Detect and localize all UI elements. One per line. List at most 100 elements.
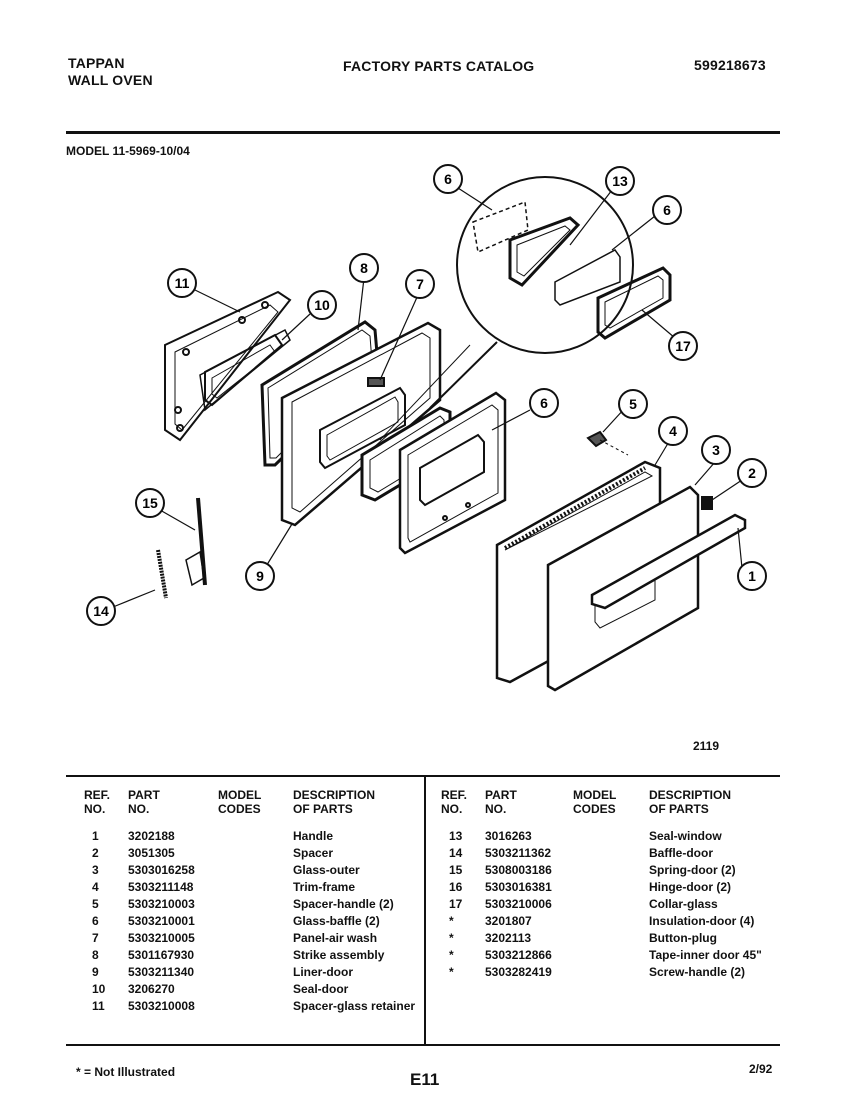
callout-10: 8 bbox=[349, 253, 379, 283]
part-number-cell: 5303210003 bbox=[128, 897, 195, 911]
ref-cell: 3 bbox=[92, 863, 99, 877]
svg-text:2: 2 bbox=[748, 465, 756, 481]
table-row: 6 5303210001 Glass-baffle (2) bbox=[84, 913, 423, 930]
svg-text:6: 6 bbox=[663, 202, 671, 218]
description-cell: Button-plug bbox=[649, 931, 717, 945]
ref-cell: * bbox=[449, 914, 454, 928]
leader-lines bbox=[112, 187, 743, 608]
model-codes-cell bbox=[573, 964, 649, 981]
ref-cell: 16 bbox=[449, 880, 463, 894]
table-row: 11 5303210008 Spacer-glass retainer bbox=[84, 998, 423, 1015]
table-divider bbox=[424, 775, 426, 1045]
description-cell: Baffle-door bbox=[649, 846, 713, 860]
description-cell: Handle bbox=[293, 829, 334, 843]
brand-line2: WALL OVEN bbox=[68, 72, 153, 88]
part-number-cell: 5303212866 bbox=[485, 948, 552, 962]
description-cell: Glass-baffle (2) bbox=[293, 914, 380, 928]
callout-5: 5 bbox=[618, 389, 648, 419]
ref-cell: 6 bbox=[92, 914, 99, 928]
part-number-cell: 5303016381 bbox=[485, 880, 552, 894]
table-row: * 5303212866 Tape-inner door 45" bbox=[441, 947, 789, 964]
part-number-cell: 3051305 bbox=[128, 846, 175, 860]
seal-window-drawing bbox=[199, 328, 291, 412]
model-codes-cell bbox=[218, 930, 293, 947]
baffle-door-drawing bbox=[164, 290, 292, 442]
part-number-cell: 5303211340 bbox=[128, 965, 195, 979]
catalog-date: 2/92 bbox=[749, 1062, 773, 1076]
model-codes-cell bbox=[218, 896, 293, 913]
model-codes-cell bbox=[573, 828, 649, 845]
table-row: 13 3016263 Seal-window bbox=[441, 828, 789, 845]
part-number-cell: 5303210005 bbox=[128, 931, 195, 945]
part-number-cell: 3016263 bbox=[485, 829, 532, 843]
table-row: 16 5303016381 Hinge-door (2) bbox=[441, 879, 789, 896]
description-cell: Screw-handle (2) bbox=[649, 965, 746, 979]
model-codes-cell bbox=[573, 862, 649, 879]
ref-cell: * bbox=[449, 948, 454, 962]
part-number-cell: 5303210008 bbox=[128, 999, 195, 1013]
handle-drawing bbox=[590, 496, 747, 610]
model-codes-cell bbox=[573, 879, 649, 896]
description-cell: Spacer-glass retainer bbox=[293, 999, 416, 1013]
liner-door-drawing bbox=[280, 321, 442, 527]
part-number-cell: 5303282419 bbox=[485, 965, 552, 979]
description-cell: Spring-door (2) bbox=[649, 863, 736, 877]
model-codes-cell bbox=[218, 862, 293, 879]
table-top-rule bbox=[66, 775, 780, 777]
model-codes-cell bbox=[218, 964, 293, 981]
spacer-handle-drawing bbox=[586, 430, 608, 448]
callout-4: 4 bbox=[658, 416, 688, 446]
col-ref: REF.NO. bbox=[84, 788, 111, 816]
ref-cell: 11 bbox=[92, 999, 105, 1013]
description-cell: Strike assembly bbox=[293, 948, 385, 962]
part-number-cell: 3201807 bbox=[485, 914, 532, 928]
svg-text:13: 13 bbox=[612, 173, 628, 189]
model-codes-cell bbox=[573, 947, 649, 964]
part-number-cell: 5303211148 bbox=[128, 880, 194, 894]
part-number-cell: 3202188 bbox=[128, 829, 175, 843]
svg-text:9: 9 bbox=[256, 568, 264, 584]
description-cell: Hinge-door (2) bbox=[649, 880, 731, 894]
description-cell: Tape-inner door 45" bbox=[649, 948, 762, 962]
svg-text:1: 1 bbox=[748, 568, 756, 584]
svg-text:10: 10 bbox=[314, 297, 330, 313]
callout-3: 3 bbox=[701, 435, 731, 465]
ref-cell: * bbox=[449, 931, 454, 945]
col-ref: REF.NO. bbox=[441, 788, 468, 816]
part-number-cell: 5303211362 bbox=[485, 846, 552, 860]
ref-cell: 15 bbox=[449, 863, 463, 877]
ref-cell: 4 bbox=[92, 880, 99, 894]
hinge-drawing bbox=[185, 497, 207, 587]
callouts: 11 10 8 7 6 5 4 3 2 1 15 14 9 6 13 6 17 bbox=[86, 164, 767, 626]
svg-text:15: 15 bbox=[142, 495, 158, 511]
catalog-number: 599218673 bbox=[694, 57, 766, 73]
callout-8: 7 bbox=[405, 269, 435, 299]
description-cell: Spacer-handle (2) bbox=[293, 897, 394, 911]
model-number: MODEL 11-5969-10/04 bbox=[66, 144, 190, 158]
callout-6-right: 6 bbox=[652, 195, 682, 225]
svg-text:17: 17 bbox=[675, 338, 691, 354]
description-cell: Panel-air wash bbox=[293, 931, 378, 945]
ref-cell: 13 bbox=[449, 829, 463, 843]
description-cell: Seal-door bbox=[293, 982, 349, 996]
svg-text:4: 4 bbox=[669, 423, 677, 439]
callout-13: 10 bbox=[307, 290, 337, 320]
description-cell: Seal-window bbox=[649, 829, 722, 843]
ref-cell: 7 bbox=[92, 931, 99, 945]
svg-text:6: 6 bbox=[540, 395, 548, 411]
model-codes-cell bbox=[218, 981, 293, 998]
table-row: 7 5303210005 Panel-air wash bbox=[84, 930, 423, 947]
part-number-cell: 5303210001 bbox=[128, 914, 195, 928]
